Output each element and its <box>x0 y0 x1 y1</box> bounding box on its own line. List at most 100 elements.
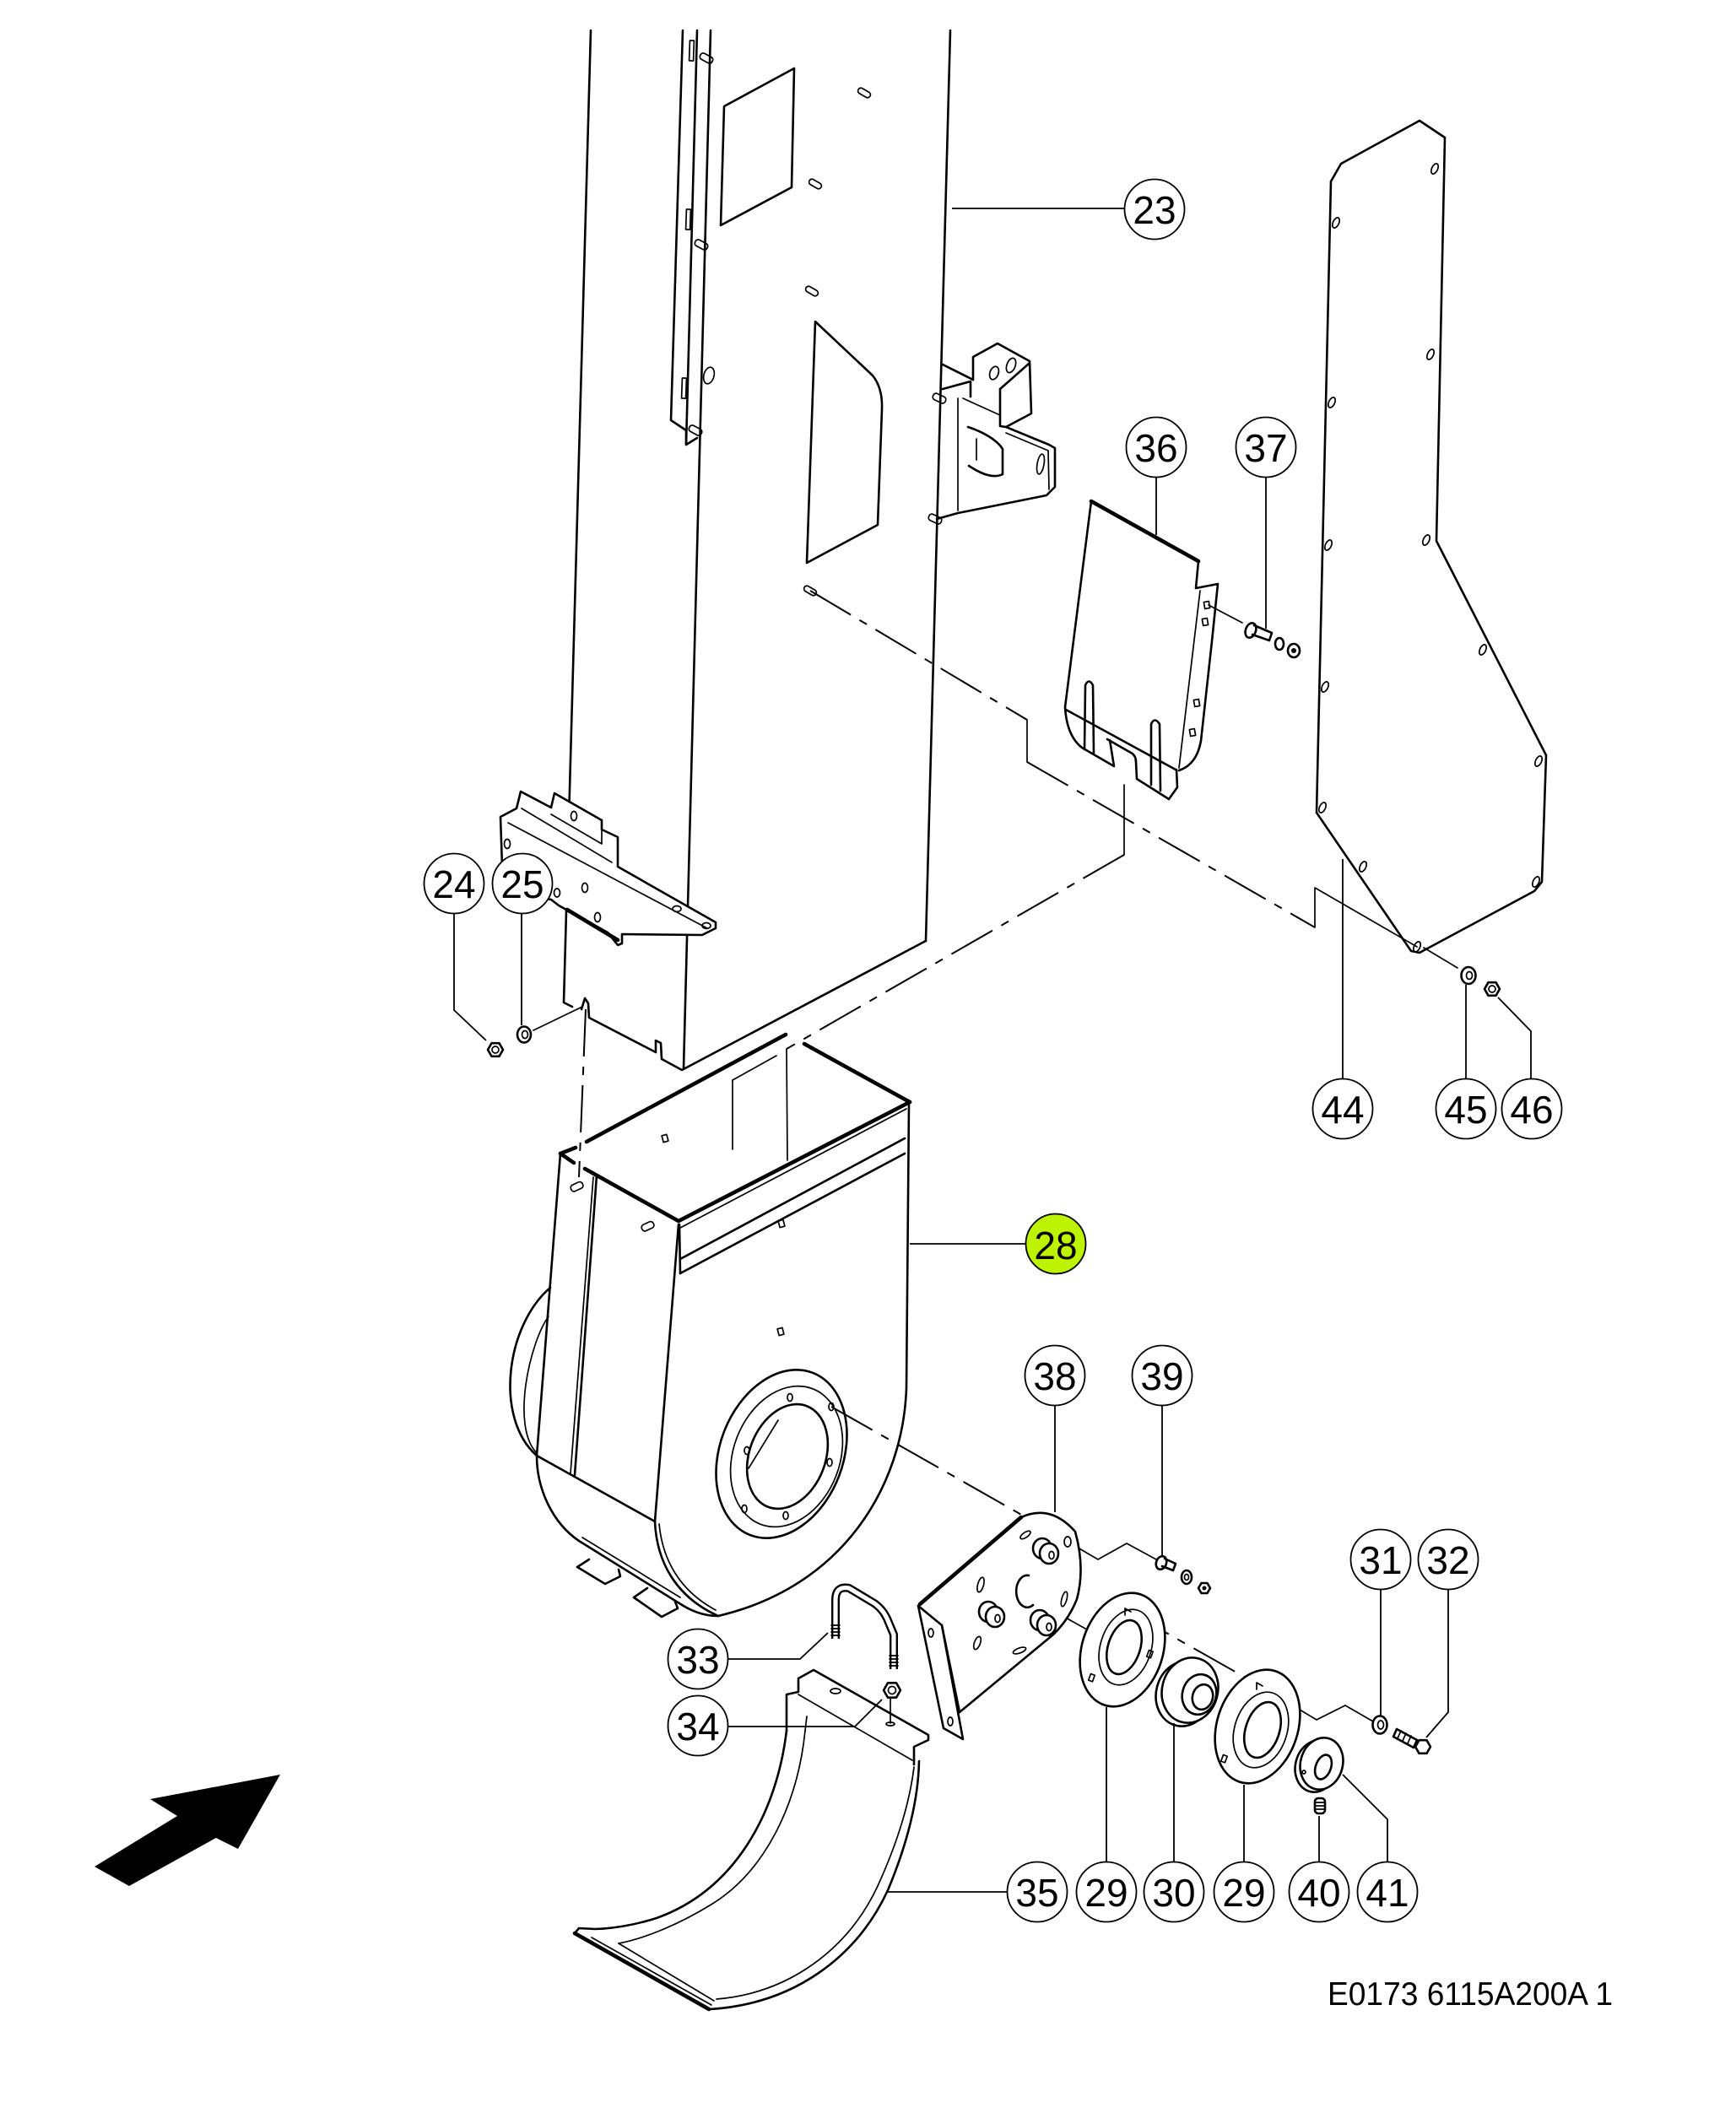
hex-nut <box>882 1682 902 1699</box>
leader-line-24 <box>453 914 487 1041</box>
callout-39[interactable]: 39 <box>1131 1344 1193 1407</box>
panel-pin <box>857 87 872 99</box>
callout-35[interactable]: 35 <box>1006 1861 1068 1923</box>
callout-30[interactable]: 30 <box>1143 1861 1205 1923</box>
plate-slot <box>1083 680 1095 754</box>
bolt-head <box>1244 621 1257 640</box>
callout-33[interactable]: 33 <box>667 1628 729 1690</box>
flange-ring-29-outer <box>1214 1668 1301 1785</box>
housing-top-edge <box>558 1151 576 1165</box>
bracket-hole <box>1005 357 1017 374</box>
callout-23[interactable]: 23 <box>1123 178 1186 240</box>
cover-bracket-hole <box>830 1688 841 1694</box>
callout-31[interactable]: 31 <box>1349 1528 1412 1591</box>
mounting-hole <box>885 1721 895 1727</box>
flange-hole <box>947 1716 954 1727</box>
callout-29-b[interactable]: 29 <box>1213 1861 1275 1923</box>
plate-flange-bend <box>1178 590 1201 769</box>
callout-45[interactable]: 45 <box>1435 1078 1497 1140</box>
housing-pin <box>641 1220 655 1232</box>
callout-circle <box>1501 1078 1563 1140</box>
callout-24[interactable]: 24 <box>423 852 485 915</box>
plate-left-edge <box>1063 500 1093 709</box>
callout-44[interactable]: 44 <box>1311 1078 1374 1140</box>
mounting-hole <box>1358 861 1368 873</box>
housing-foot <box>632 1586 679 1619</box>
bracket-tab-edge <box>550 813 603 845</box>
nut-bore <box>1488 985 1496 993</box>
callout-41[interactable]: 41 <box>1356 1861 1419 1923</box>
bracket-hole <box>570 810 578 822</box>
column-left-edge <box>562 29 592 1008</box>
callout-number: 37 <box>1244 426 1287 470</box>
housing-square-hole <box>661 1133 669 1143</box>
ring-notch <box>1256 1682 1263 1690</box>
plate-side-flange <box>1177 559 1220 772</box>
hub-opening <box>1014 1574 1035 1609</box>
ring-collar <box>1232 1691 1290 1769</box>
callout-28[interactable]: 28 <box>1025 1213 1087 1275</box>
mounting-hole <box>1323 539 1333 551</box>
strip-slot <box>680 377 688 399</box>
nut-bore <box>1291 648 1296 653</box>
bolt-thread <box>1397 1730 1412 1744</box>
access-window-lower <box>805 320 884 565</box>
callout-37[interactable]: 37 <box>1235 416 1297 478</box>
callout-circle <box>1311 1078 1374 1140</box>
callout-38[interactable]: 38 <box>1024 1344 1086 1407</box>
nut <box>1286 642 1301 659</box>
nut-bore <box>1202 1586 1207 1591</box>
housing-band <box>679 1137 906 1261</box>
mounting-hole <box>1331 217 1341 229</box>
collar-face <box>1299 1737 1344 1791</box>
washer-ring <box>516 1025 533 1044</box>
callout-circle <box>491 852 554 915</box>
bracket-curved-slot <box>966 425 1004 478</box>
callout-circle <box>423 852 485 915</box>
callout-32[interactable]: 32 <box>1417 1528 1479 1591</box>
cover-end-inner <box>618 1943 715 2002</box>
flange-bolt-hole <box>828 1402 835 1412</box>
ring-collar <box>1098 1608 1154 1686</box>
strip-hole <box>702 366 716 385</box>
housing-inner-edge <box>732 1055 777 1150</box>
leader-line-33 <box>727 1632 829 1660</box>
callout-25[interactable]: 25 <box>491 852 554 915</box>
callout-number: 39 <box>1140 1354 1183 1398</box>
callout-36[interactable]: 36 <box>1125 416 1187 478</box>
housing-rim <box>679 1108 907 1229</box>
panel-pin <box>804 285 819 297</box>
washer-bore <box>521 1029 529 1040</box>
housing-band-end <box>678 1223 682 1275</box>
u-bolt-body <box>833 1585 896 1669</box>
channel-strip-edge <box>684 29 699 446</box>
set-screw-40 <box>1313 1797 1327 1815</box>
bearing-30 <box>1155 1656 1220 1727</box>
callout-40[interactable]: 40 <box>1288 1861 1350 1923</box>
flange-bolt-hole <box>744 1446 750 1456</box>
bracket-pin <box>932 392 947 404</box>
callout-circle <box>667 1694 729 1757</box>
callout-number: 23 <box>1133 188 1176 232</box>
plate-slot <box>972 1635 982 1651</box>
callout-46[interactable]: 46 <box>1501 1078 1563 1140</box>
housing-diagonal-edge <box>535 1454 657 1523</box>
lower-mounting-bracket <box>499 790 717 947</box>
plate-top-edge <box>917 1515 1024 1607</box>
center-line-step <box>1314 887 1418 948</box>
bracket-hole <box>581 882 589 894</box>
column-right-edge <box>924 29 952 943</box>
callout-circle <box>1143 1861 1205 1923</box>
callout-number: 44 <box>1321 1088 1364 1132</box>
bracket-hole <box>988 365 1000 381</box>
ring-notch <box>1124 1608 1132 1616</box>
screw-thread <box>1314 1802 1326 1810</box>
callout-29-a[interactable]: 29 <box>1075 1861 1138 1923</box>
mounting-hole <box>1478 644 1488 656</box>
ring-outer <box>1079 1592 1166 1708</box>
callout-circle <box>1123 178 1186 240</box>
bracket-hole <box>553 888 561 898</box>
u-bolt-thread <box>830 1624 899 1667</box>
set-screw-hole <box>1301 1770 1306 1775</box>
callout-34[interactable]: 34 <box>667 1694 729 1757</box>
